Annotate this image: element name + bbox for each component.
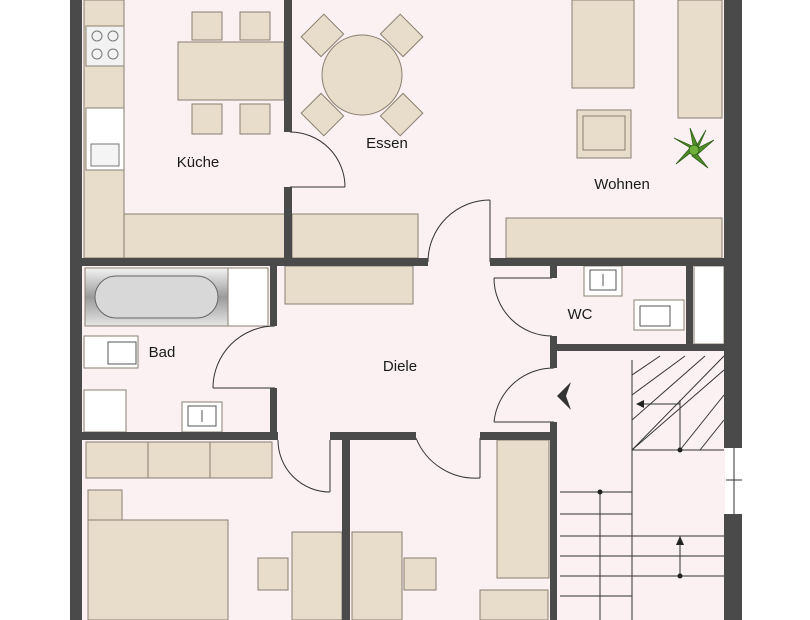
door-swing-bedroom-left: [277, 439, 331, 493]
plant-icon: [673, 127, 715, 169]
bathtub-inner: [94, 275, 219, 319]
room-label-diele: Diele: [383, 358, 417, 375]
wall-h2-mid: [330, 432, 416, 440]
stair-line: [631, 355, 706, 421]
stair-line: [631, 355, 686, 396]
burner: [107, 30, 119, 42]
detail: [107, 341, 137, 365]
detail: [639, 305, 671, 327]
stair-dot: [677, 447, 683, 453]
chair: [300, 13, 345, 58]
wardrobe-segment: [147, 441, 211, 479]
door-swing-wc: [493, 277, 553, 337]
entry-arrow-icon: [557, 382, 571, 410]
staircase: [560, 355, 742, 620]
stair-dot: [677, 573, 683, 579]
chair: [239, 11, 271, 41]
sink-basin: [90, 143, 120, 167]
tall-cabinet: [496, 439, 550, 579]
door-swing-kueche: [289, 131, 346, 188]
stair-line: [631, 369, 725, 451]
room-label-essen: Essen: [366, 135, 408, 152]
coffee-table: [571, 0, 635, 89]
sideboard-wohnen: [505, 217, 723, 259]
wall-kueche-essen-lower: [284, 187, 292, 262]
arrow-icon: [636, 400, 644, 408]
room-labels: Küche Essen Wohnen Bad WC Diele: [149, 135, 650, 375]
wall-bad-right-lower: [270, 388, 277, 438]
stove-icon: [85, 25, 125, 67]
wc-side-storage: [693, 265, 725, 345]
wardrobe-segment: [209, 441, 273, 479]
floor-areas: [80, 0, 730, 620]
door-swings: [212, 131, 555, 493]
dining-table: [321, 34, 403, 116]
stair-line: [631, 355, 725, 451]
room-label-kueche: Küche: [177, 154, 220, 171]
wall-diele-right-mid: [550, 336, 557, 368]
stair-line: [631, 355, 661, 376]
wall-outer-left: [70, 0, 82, 620]
wall-wc-bottom: [554, 344, 724, 351]
wardrobe-segment: [85, 441, 149, 479]
chair: [379, 13, 424, 58]
walls: [70, 0, 742, 620]
door-swing-entry: [493, 367, 555, 423]
wall-h1-right: [490, 258, 726, 266]
burner: [91, 30, 103, 42]
stair-line: [699, 419, 725, 451]
detail: [589, 269, 617, 291]
bad-toilet-icon: [83, 335, 139, 369]
chair: [379, 92, 424, 137]
wall-outer-right: [724, 0, 742, 448]
chair: [403, 557, 437, 591]
wall-wc-divider: [686, 262, 693, 348]
chair: [191, 11, 223, 41]
stair-arrows: [597, 400, 684, 579]
wall-outer-right-lower: [724, 514, 742, 620]
chair: [191, 103, 223, 135]
burner: [91, 48, 103, 60]
door-swing-wohnen: [427, 199, 491, 263]
wall-bad-right-upper: [270, 262, 277, 326]
wall-h2-right: [480, 432, 556, 440]
plant-center: [688, 144, 700, 156]
wall-h2-left: [70, 432, 278, 440]
bad-shelf: [83, 389, 127, 433]
wall-diele-right-lower: [550, 422, 557, 620]
room-label-bad: Bad: [149, 344, 176, 361]
bed-pillow: [87, 489, 123, 521]
dining-set: [300, 13, 424, 137]
diele-wardrobe: [284, 265, 414, 305]
burner: [107, 48, 119, 60]
room-label-wc: WC: [568, 306, 593, 323]
bed: [87, 519, 229, 620]
desk: [291, 531, 343, 620]
wc-toilet-icon: [633, 299, 685, 331]
stair-line: [679, 394, 725, 451]
wall-diele-right-upper: [550, 262, 557, 278]
bath-cabinet: [227, 267, 269, 327]
desk: [351, 531, 403, 620]
stair-dot: [597, 489, 603, 495]
armchair-seat: [582, 115, 626, 151]
wall-bedroom-divider: [342, 432, 350, 620]
sofa: [677, 0, 723, 119]
kitchen-table: [177, 41, 285, 101]
arrow-icon: [676, 536, 684, 545]
wall-h1-left: [70, 258, 428, 266]
sideboard-essen: [291, 213, 419, 259]
wall-kueche-essen-upper: [284, 0, 292, 132]
low-cabinet: [479, 589, 549, 620]
fixture-details: [107, 269, 671, 427]
chair: [300, 92, 345, 137]
kitchen-counter-bottom: [123, 213, 287, 259]
door-swing-bad: [212, 325, 276, 389]
door-swing-bedroom-right: [415, 437, 481, 479]
room-label-wohnen: Wohnen: [594, 176, 650, 193]
nightstand: [257, 557, 289, 591]
detail: [187, 405, 217, 427]
chair: [239, 103, 271, 135]
